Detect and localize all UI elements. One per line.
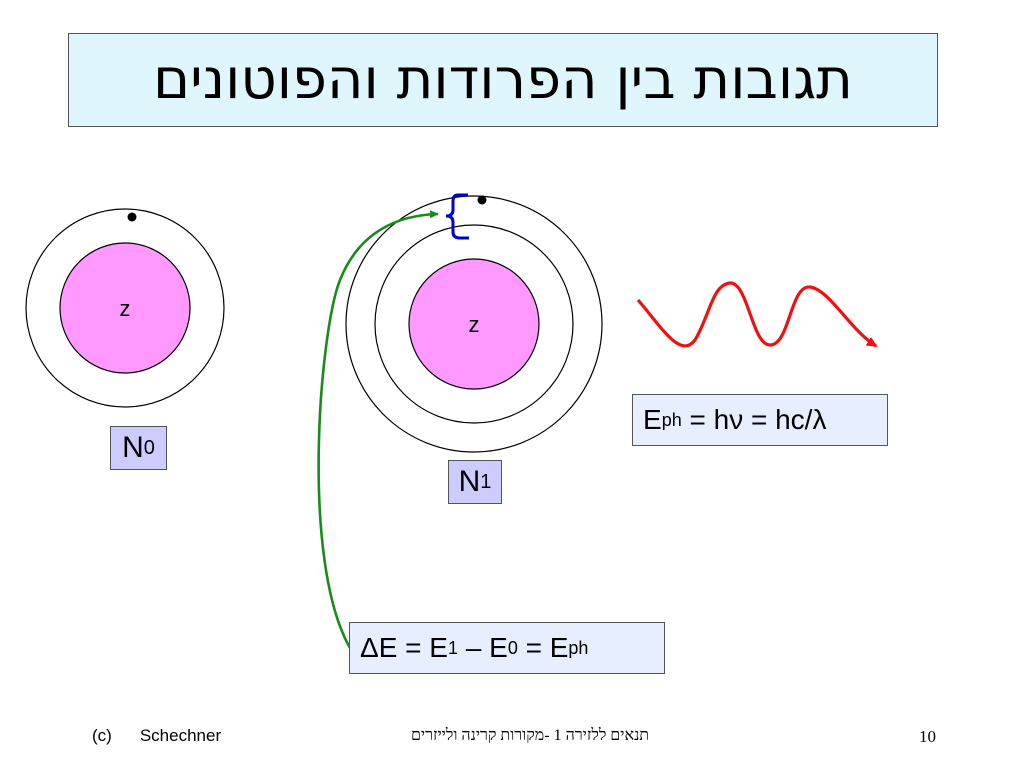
atom1-electron [477,195,487,205]
title-box: תגובות בין הפרודות והפוטונים [68,33,938,127]
atom0-nucleus [59,242,191,374]
n0-symbol: N [122,431,144,464]
footer-page-number: 10 [919,727,936,746]
energy-transition-arrow [317,210,439,649]
eq-minus-e0: – E [458,632,508,663]
eq-eph: = E [517,632,569,663]
atom0-orbit [25,208,225,408]
atom1-nucleus [408,258,540,390]
atom1-nucleus-label: z [469,312,480,337]
footer-author: Schechner [139,726,222,745]
eph-expression: = hν = hc/λ [681,404,827,435]
slide-title: תגובות בין הפרודות והפוטונים [153,47,853,112]
atom0-nucleus-label: z [120,296,131,321]
eph-symbol: E [643,404,662,435]
delta-e: ΔE [360,632,398,663]
photon-wave [636,281,878,348]
footer-copyright: (c) [92,726,112,745]
n1-symbol: N [458,465,481,498]
atom1-inner-orbit [374,224,574,424]
eq-e1: = E [397,632,448,663]
footer-course-title: תנאים ללזירה 1 -מקורות קרינה ולייזרים [410,727,650,744]
footer-left: (c) Schechner [92,726,221,746]
orbit-gap-brace [445,193,469,240]
atom0-electron [127,212,137,222]
atom1-outer-orbit [345,195,603,453]
